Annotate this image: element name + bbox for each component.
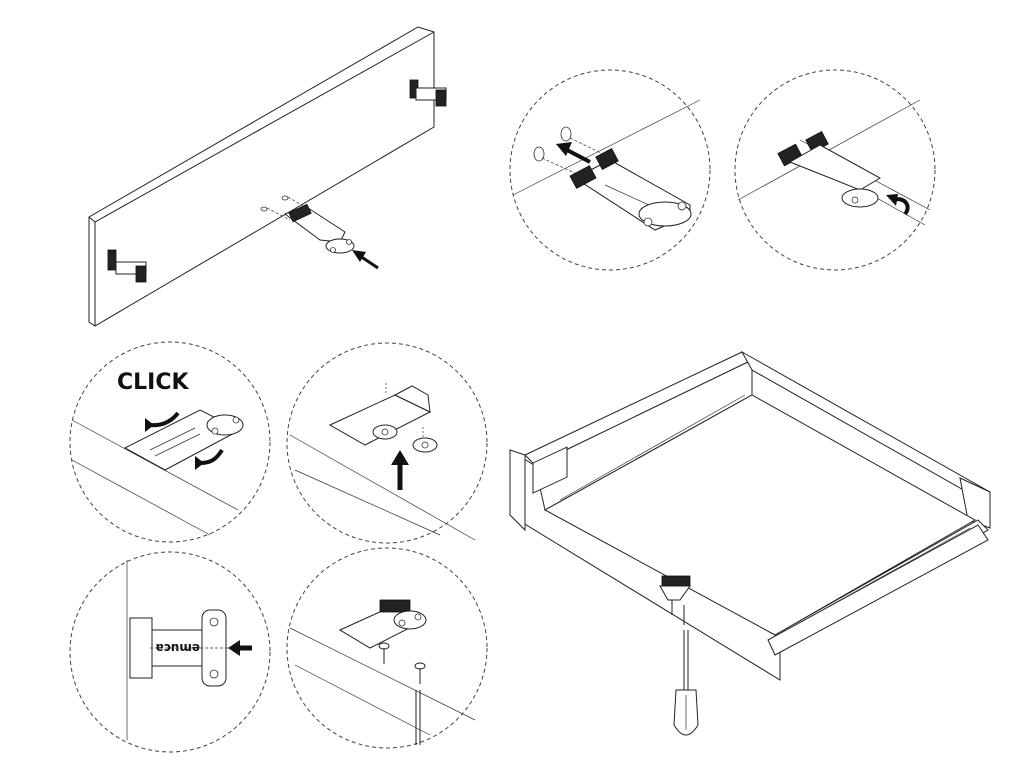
panel-bracket-right [409,79,447,107]
step-6-side-screw-detail: emuca [69,551,271,753]
click-label: CLICK [117,370,189,395]
screw-icon-right [414,662,426,684]
side-adjuster-part: emuca [129,609,230,687]
step-7-screws-detail [286,547,488,749]
drawer-clip-part [659,575,691,601]
panel-bracket-left [107,249,147,283]
front-panel-board [88,26,435,327]
screwdriver-icon [673,630,699,736]
click-arrow-icon-top [145,411,180,432]
front-adjuster-part [260,195,355,254]
screwdriver-tip-icon [415,690,421,745]
step-5-lift-detail [286,342,488,544]
screw-in-arrow-icon [228,640,252,656]
drawer-screw-icons [671,600,685,625]
drawer-bottom [543,394,977,636]
rotate-arrow-icon [886,194,910,216]
insert-arrow-icon [556,142,591,164]
step-2-insert-detail [509,69,711,271]
clip-lift-part [328,385,438,453]
step-4-click-detail: CLICK [69,341,271,543]
adjuster-clip-part [569,148,692,231]
mounted-clip-part [777,131,882,208]
clip-snap-part [123,409,244,471]
click-arrow-icon-bottom [195,448,224,470]
screw-icon-left [378,642,390,664]
clip-screwed-part [338,599,427,649]
drawer-assembly [509,350,991,736]
step-3-rotate-detail [734,69,936,271]
detail-circle-5 [286,342,488,544]
push-arrow-icon [352,250,379,270]
lift-arrow-icon [391,450,409,490]
step-1-front-panel [88,26,447,327]
